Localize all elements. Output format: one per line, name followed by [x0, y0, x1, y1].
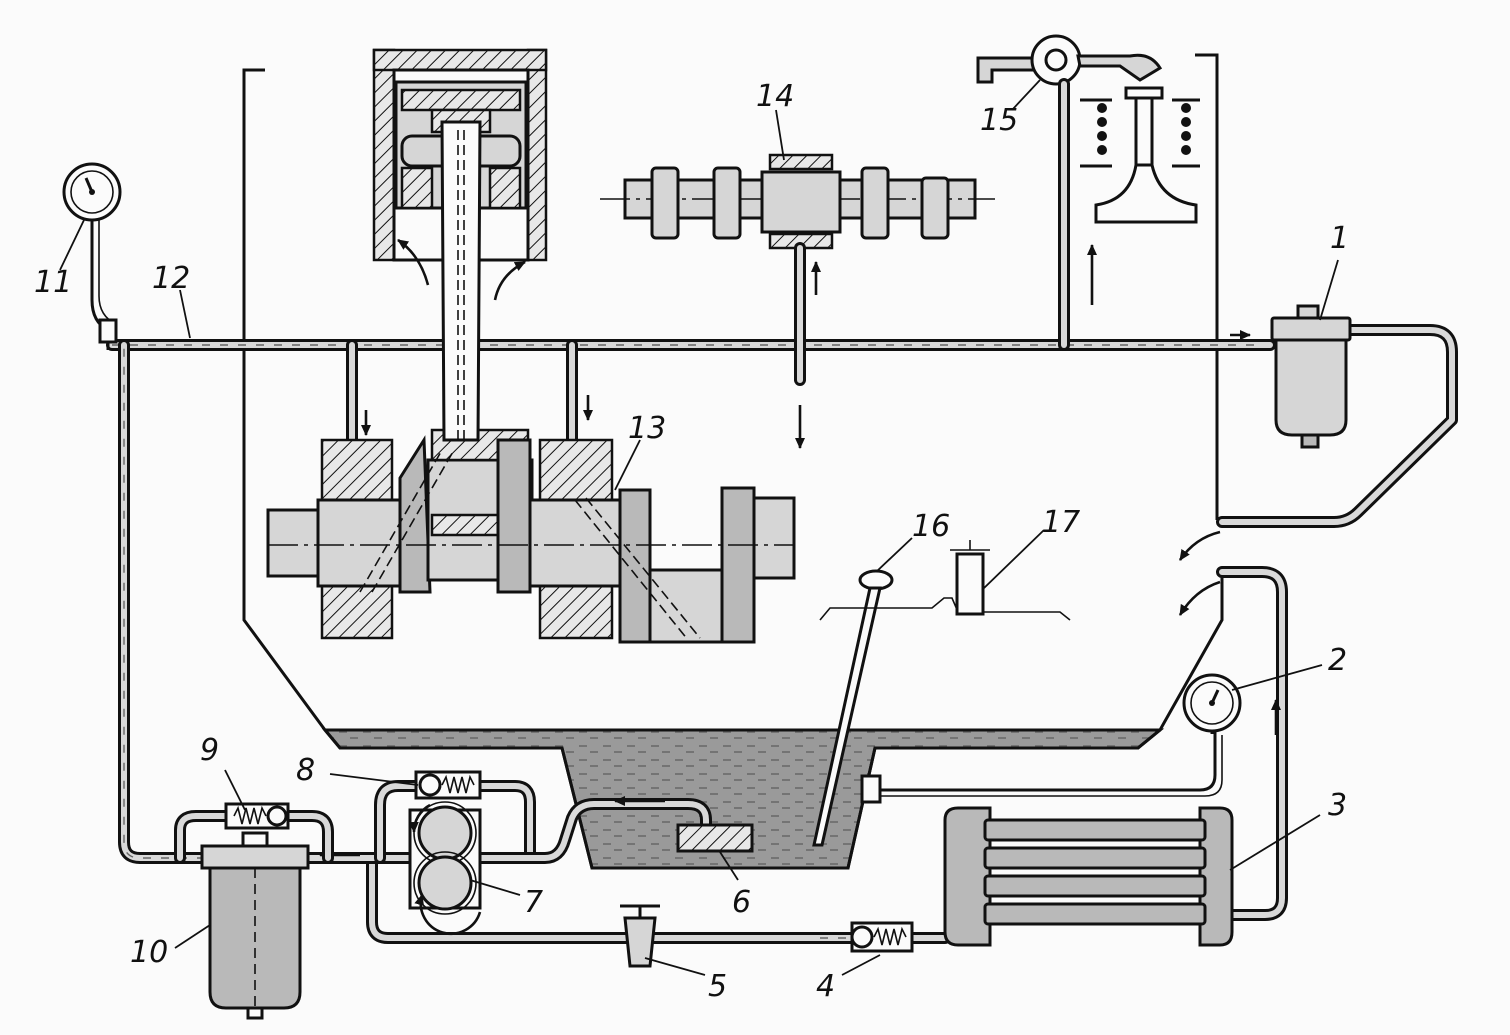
relief-valve-9 [224, 802, 290, 830]
callout-7: 7 [524, 885, 543, 920]
callout-11: 11 [34, 265, 72, 300]
camshaft-14 [600, 153, 995, 449]
callout-8: 8 [296, 753, 315, 788]
callout-13: 13 [628, 411, 666, 446]
pressure-gauge-11 [62, 162, 122, 350]
filter-10 [200, 831, 310, 1020]
callout-5: 5 [708, 969, 727, 1004]
oil-sump [321, 728, 1165, 870]
callout-3: 3 [1328, 788, 1347, 823]
callout-1: 1 [1330, 221, 1349, 256]
drain-tap-5 [620, 904, 660, 968]
crankshaft-13 [266, 339, 796, 644]
oil-radiator-3 [943, 806, 1234, 947]
feed-riser [118, 339, 211, 864]
suction-pipe [464, 796, 712, 864]
radiator-return-pipe [1216, 566, 1288, 921]
breather-17 [819, 540, 1071, 621]
relief-valve-8 [414, 770, 482, 800]
piston-connecting-rod [372, 48, 548, 442]
callout-12: 12 [152, 261, 190, 296]
callout-leaders [59, 79, 1339, 976]
rocker-valve-15 [976, 34, 1200, 351]
main-oil-line [106, 330, 1276, 351]
filter1-return-pipe [1216, 324, 1458, 528]
return-arrow-lower [1178, 580, 1221, 616]
callout-9: 9 [200, 733, 219, 768]
callout-17: 17 [1042, 505, 1080, 540]
pressure-gauge-2 [860, 673, 1242, 804]
callout-14: 14 [756, 79, 794, 114]
callout-numbers: 1 2 3 4 5 6 7 8 9 10 11 12 13 14 15 16 1… [34, 79, 1349, 1004]
return-arrow-upper [1178, 530, 1221, 561]
oil-pump-7 [408, 801, 482, 935]
callout-10: 10 [130, 935, 168, 970]
callout-16: 16 [912, 509, 950, 544]
oil-strainer-6 [676, 823, 754, 853]
callout-4: 4 [816, 969, 835, 1004]
radiator-valve-4 [850, 921, 914, 953]
callout-2: 2 [1328, 643, 1347, 678]
filter-1 [1270, 304, 1352, 449]
callout-6: 6 [732, 885, 751, 920]
radiator-feed-pipe [366, 854, 951, 944]
callout-15: 15 [980, 103, 1018, 138]
gauge2-line [878, 730, 1223, 797]
